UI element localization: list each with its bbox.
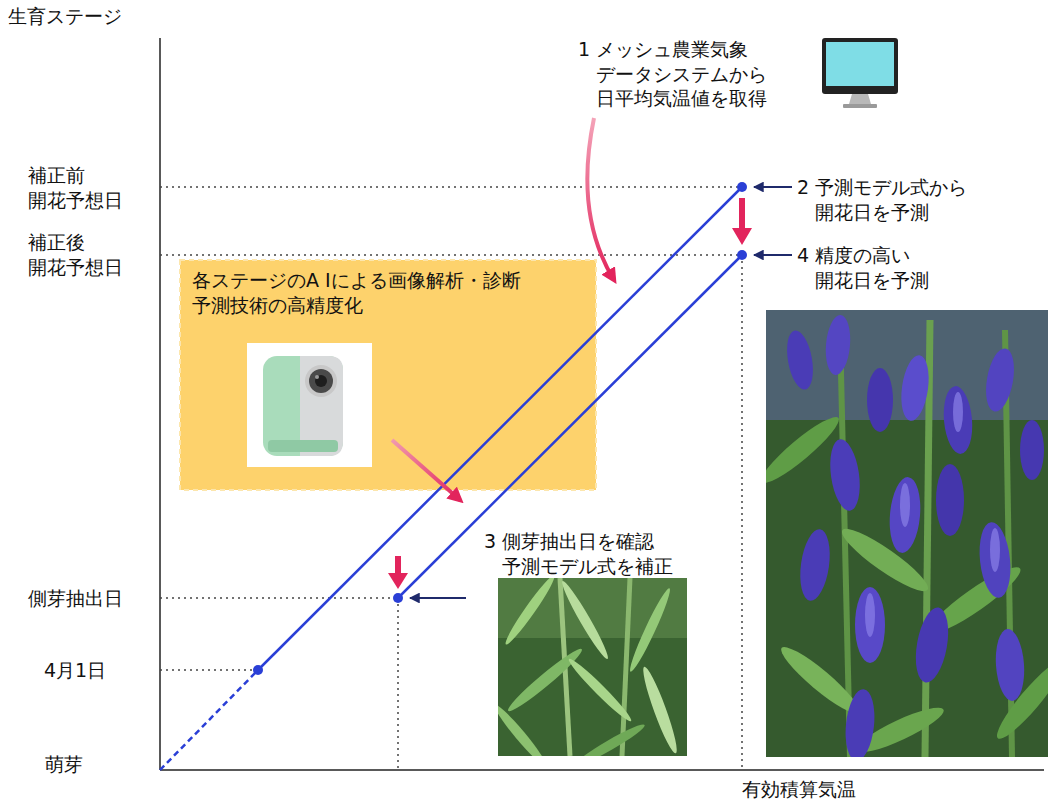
- leaf: [558, 579, 612, 662]
- pointer-arrow: [754, 186, 792, 188]
- callout-text: 3 側芽抽出日を確認 予測モデル式を補正: [484, 529, 702, 578]
- flower: [796, 527, 834, 602]
- guide-line: [741, 255, 743, 770]
- flower: [1020, 420, 1044, 480]
- camera-body: [268, 440, 338, 452]
- tick-label: 4月1日: [44, 658, 106, 683]
- flower-highlight: [990, 528, 1000, 572]
- camera-lens: [309, 369, 333, 393]
- panel-fill: [180, 260, 596, 490]
- label-holder: 4月1日: [44, 658, 106, 683]
- model-line: [160, 670, 258, 770]
- flower: [867, 368, 893, 432]
- leaf: [498, 701, 550, 756]
- leaf: [565, 655, 634, 724]
- label-holder: 側芽抽出日: [28, 586, 123, 611]
- axis-title: 生育ステージ: [8, 4, 122, 29]
- monitor-icon: [826, 42, 894, 86]
- flower: [898, 354, 933, 423]
- callout-text: 1 メッシュ農業気象 データシステムから 日平均気温値を取得: [578, 37, 796, 111]
- flower: [826, 437, 864, 512]
- camera-lens: [315, 375, 319, 379]
- flower: [994, 628, 1027, 702]
- flower: [823, 314, 852, 376]
- ai-flow-arrow: [392, 440, 460, 500]
- tick-label: 補正前 開花予想日: [28, 163, 134, 212]
- data-point: [737, 182, 747, 192]
- monitor-icon: [849, 94, 871, 104]
- label-holder: 2 予測モデル式から 開花日を予測: [797, 175, 1005, 224]
- camera-lens: [315, 375, 327, 387]
- data-flow-arrow: [587, 118, 614, 280]
- correction-arrow: [732, 198, 752, 245]
- leaf: [836, 521, 934, 599]
- leaf: [626, 586, 674, 674]
- flower: [941, 385, 975, 455]
- axis-title: 有効積算気温: [742, 778, 856, 801]
- y-axis: [159, 38, 161, 770]
- pointer-arrow: [410, 597, 466, 599]
- monitor-icon: [822, 38, 898, 94]
- flower: [855, 587, 885, 663]
- flower-highlight: [865, 593, 875, 637]
- camera-photo: [247, 343, 372, 467]
- label-holder: 3 側芽抽出日を確認 予測モデル式を補正: [484, 529, 702, 578]
- tick-label: 萌芽: [45, 752, 83, 777]
- tick-label: 側芽抽出日: [28, 586, 123, 611]
- flower: [842, 688, 877, 757]
- label-holder: 補正後 開花予想日: [28, 230, 134, 279]
- guide-line: [160, 669, 258, 671]
- flower: [982, 346, 1019, 414]
- guide-line: [397, 598, 399, 770]
- data-point: [737, 250, 747, 260]
- data-point: [393, 593, 403, 603]
- label-holder: 生育ステージ: [8, 4, 122, 29]
- x-axis: [160, 769, 1044, 771]
- guide-line: [160, 254, 742, 256]
- leaf-photo: [498, 578, 687, 756]
- flower-photo: [766, 310, 1048, 757]
- monitor-icon: [843, 104, 877, 108]
- camera-body: [263, 356, 343, 456]
- label-holder: 1 メッシュ農業気象 データシステムから 日平均気温値を取得: [578, 37, 796, 111]
- label-holder: 補正前 開花予想日: [28, 163, 134, 212]
- leaf: [504, 645, 585, 716]
- flower-highlight: [953, 392, 963, 432]
- correction-arrow: [388, 556, 408, 589]
- label-holder: 有効積算気温: [742, 778, 856, 801]
- label-holder: 4 精度の高い 開花日を予測: [797, 243, 967, 292]
- guide-line: [160, 186, 742, 188]
- ai-analysis-panel: 各ステージのA Iによる画像解析・診断 予測技術の高精度化: [180, 260, 596, 490]
- flower-photo: [766, 310, 1048, 757]
- model-line: [398, 255, 742, 598]
- flower: [976, 521, 1014, 600]
- guide-line: [160, 597, 398, 599]
- flower: [911, 605, 954, 685]
- label-holder: 萌芽: [45, 752, 83, 777]
- leaf: [639, 665, 682, 756]
- callout-text: 2 予測モデル式から 開花日を予測: [797, 175, 1005, 224]
- model-line: [258, 187, 742, 670]
- leaf: [502, 578, 558, 647]
- leaf: [573, 721, 647, 756]
- data-point: [253, 665, 263, 675]
- flower: [783, 328, 817, 391]
- panel-text: 各ステージのA Iによる画像解析・診断 予測技術の高精度化: [192, 268, 563, 317]
- pointer-arrow: [754, 254, 792, 256]
- camera-lens: [305, 365, 337, 397]
- flower: [887, 476, 924, 554]
- leaf-photo: [498, 578, 687, 756]
- tick-label: 補正後 開花予想日: [28, 230, 134, 279]
- callout-text: 4 精度の高い 開花日を予測: [797, 243, 967, 292]
- flower-highlight: [900, 483, 910, 527]
- flower: [936, 464, 964, 536]
- leaf-stem: [622, 578, 630, 756]
